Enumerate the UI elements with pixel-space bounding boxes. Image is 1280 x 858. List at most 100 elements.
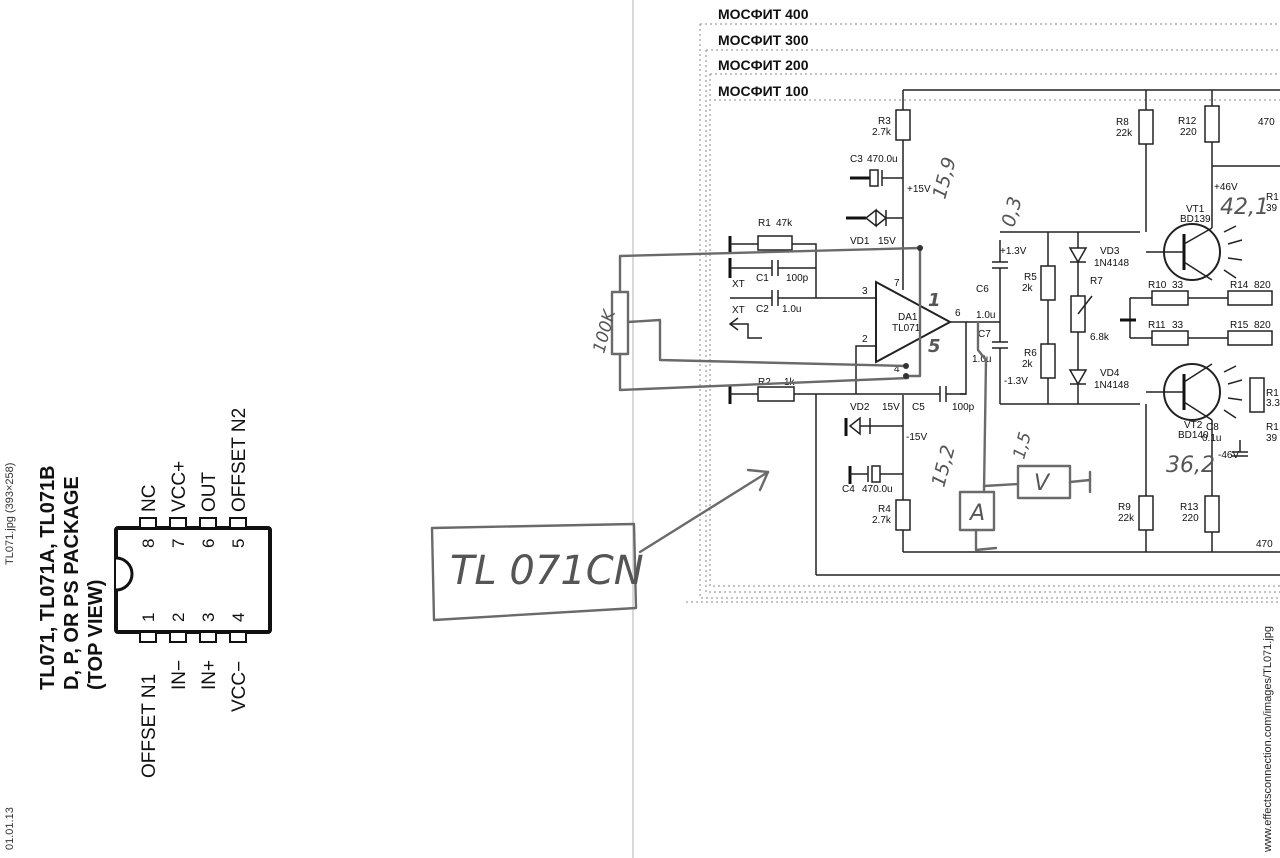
minus46-label: -46V [1218,450,1239,461]
da1-label: DA1 [898,312,918,323]
r1-label: R1 [758,218,771,229]
r9-value: 22k [1118,513,1135,524]
da1-opamp [875,280,953,364]
r10-label: R10 [1148,280,1167,291]
ic-pinout-diagram: 8 7 6 5 1 2 3 4 NC VCC+ OUT OFFSET N2 OF… [114,408,272,778]
c8-label: C8 [1206,422,1219,433]
r12-value: 220 [1180,127,1197,138]
pin-2 [169,631,187,643]
vd4-value: 1N4148 [1094,380,1129,391]
c7-label: C7 [978,329,991,340]
c1-label: C1 [756,273,769,284]
c4-label: C4 [842,484,855,495]
c4-value: 470.0u [862,484,893,495]
r4-label: R4 [878,504,891,515]
c3-capacitor [869,169,879,187]
pin-number-1: 1 [139,613,158,622]
pin-8 [139,517,157,529]
plus15-label: +15V [907,184,931,195]
voltage-note-15-9: 15,9 [929,155,961,202]
pot-value-note: 100K [590,306,621,355]
pin-name-nc: NC [139,485,160,512]
c2-value: 1.0u [782,304,801,315]
pin-name-offset-n2: OFFSET N2 [229,408,250,512]
pin-number-2: 2 [169,613,188,622]
pin-6 [199,517,217,529]
r8-label: R8 [1116,117,1129,128]
xt-label-1: XT [732,279,745,290]
edge-label-r1a: R1 [1266,192,1279,203]
c5-label: C5 [912,402,925,413]
c4-capacitor [871,465,881,483]
da1-value: TL071 [892,323,921,334]
pin-name-out: OUT [199,472,220,513]
vd1-value: 15V [878,236,896,247]
ic-notch [115,556,134,592]
r7-label: R7 [1090,276,1103,287]
r10-value: 33 [1172,280,1184,291]
r1-resistor [757,235,793,251]
pin-number-6: 6 [199,539,218,548]
vd1-zener [864,208,888,228]
r11-resistor [1151,330,1189,346]
r13-label: R13 [1180,502,1199,513]
variant-label-300: МОСФИТ 300 [718,32,809,48]
r2-resistor [757,386,795,402]
r14-resistor [1227,290,1273,306]
right-edge-resistor [1249,377,1265,413]
plus13-label: +1.3V [1000,246,1027,257]
pin-number-3: 3 [199,613,218,622]
opamp-pin-4: 4 [894,364,900,375]
r5-resistor [1040,265,1056,301]
r14-label: R14 [1230,280,1249,291]
c7-value: 1.0u [972,354,991,365]
r10-resistor [1151,290,1189,306]
r6-resistor [1040,343,1056,379]
heat-marks [1223,225,1243,419]
edge-label-r1b: R1 [1266,388,1279,399]
c2-label: C2 [756,304,769,315]
voltage-note-42-1: 42,1 [1220,195,1269,220]
r15-value: 820 [1254,320,1271,331]
minus13-label: -1.3V [1004,376,1028,387]
r8-value: 22k [1116,128,1133,139]
pin-1 [139,631,157,643]
vd4-diode [1068,369,1088,386]
vt2-value: BD140 [1178,430,1209,441]
c6-value: 1.0u [976,310,995,321]
r9-label: R9 [1118,502,1131,513]
edge-label-470-top: 470 [1258,117,1275,128]
r14-value: 820 [1254,280,1271,291]
supply-rails [816,89,1280,576]
vd2-label: VD2 [850,402,870,413]
vd2-value: 15V [882,402,900,413]
opamp-pin-2: 2 [862,334,868,345]
c1-value: 100p [786,273,809,284]
r8-resistor [1138,109,1154,145]
chip-part-note: TL 071CN [450,548,644,594]
r13-value: 220 [1182,513,1199,524]
r7-value: 6.8k [1090,332,1110,343]
edge-label-470-bottom: 470 [1256,539,1273,550]
vd4-label: VD4 [1100,368,1120,379]
r15-resistor [1227,330,1273,346]
c5-value: 100p [952,402,975,413]
voltmeter-letter: V [1034,471,1051,496]
vd1-label: VD1 [850,236,870,247]
pin-number-8: 8 [139,539,158,548]
voltage-note-0-3: 0,3 [998,194,1027,229]
pin-name-offset-n1: OFFSET N1 [139,674,160,778]
r6-value: 2k [1022,359,1034,370]
r12-label: R12 [1178,116,1197,127]
vd3-label: VD3 [1100,246,1120,257]
pin-4 [229,631,247,643]
pin5-note: 5 [928,336,941,357]
plus46-label: +46V [1214,182,1238,193]
edge-label-39a: 39 [1266,203,1278,214]
opamp-pin-6: 6 [955,308,961,319]
vd2-zener [848,416,884,436]
pin-name-vcc-minus: VCC− [229,661,250,712]
r5-label: R5 [1024,272,1037,283]
xt-label-2: XT [732,305,745,316]
